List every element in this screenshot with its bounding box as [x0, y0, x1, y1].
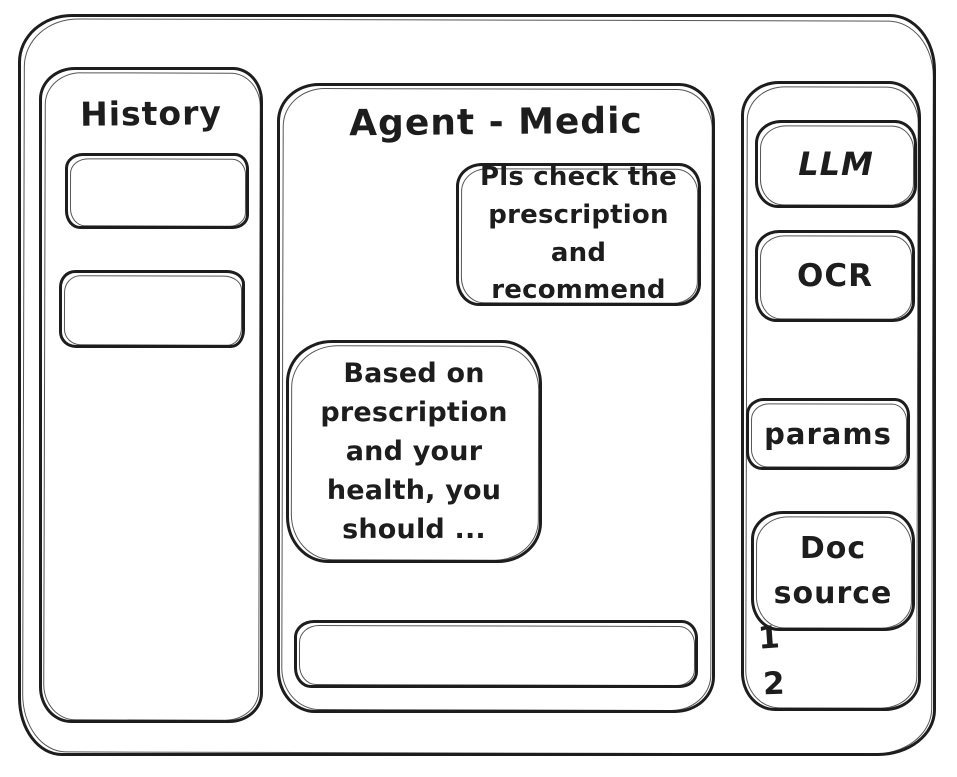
params-button[interactable]: params [746, 398, 910, 470]
history-panel: History [39, 67, 263, 723]
history-title: History [79, 93, 223, 134]
ocr-button[interactable]: OCR [755, 230, 915, 322]
history-item[interactable] [65, 153, 249, 229]
user-message-bubble: Pls check the prescription and recommend [456, 162, 701, 306]
assistant-message-bubble: Based on prescription and your health, y… [286, 340, 542, 563]
chat-panel: Agent - Medic Pls check the prescription… [277, 83, 715, 713]
tools-panel: LLM OCR params Doc source 1 2 [741, 81, 921, 711]
doc-source-button[interactable]: Doc source [751, 511, 915, 631]
history-item[interactable] [59, 270, 245, 348]
chat-input-box[interactable] [294, 620, 698, 688]
chat-title: Agent - Medic [349, 100, 643, 145]
doc-source-item-2[interactable]: 2 [762, 665, 786, 703]
doc-source-item-1[interactable]: 1 [756, 619, 781, 657]
app-window: History Agent - Medic Pls check the pres… [18, 14, 936, 756]
llm-button[interactable]: LLM [755, 120, 917, 208]
chat-input[interactable] [297, 623, 695, 685]
